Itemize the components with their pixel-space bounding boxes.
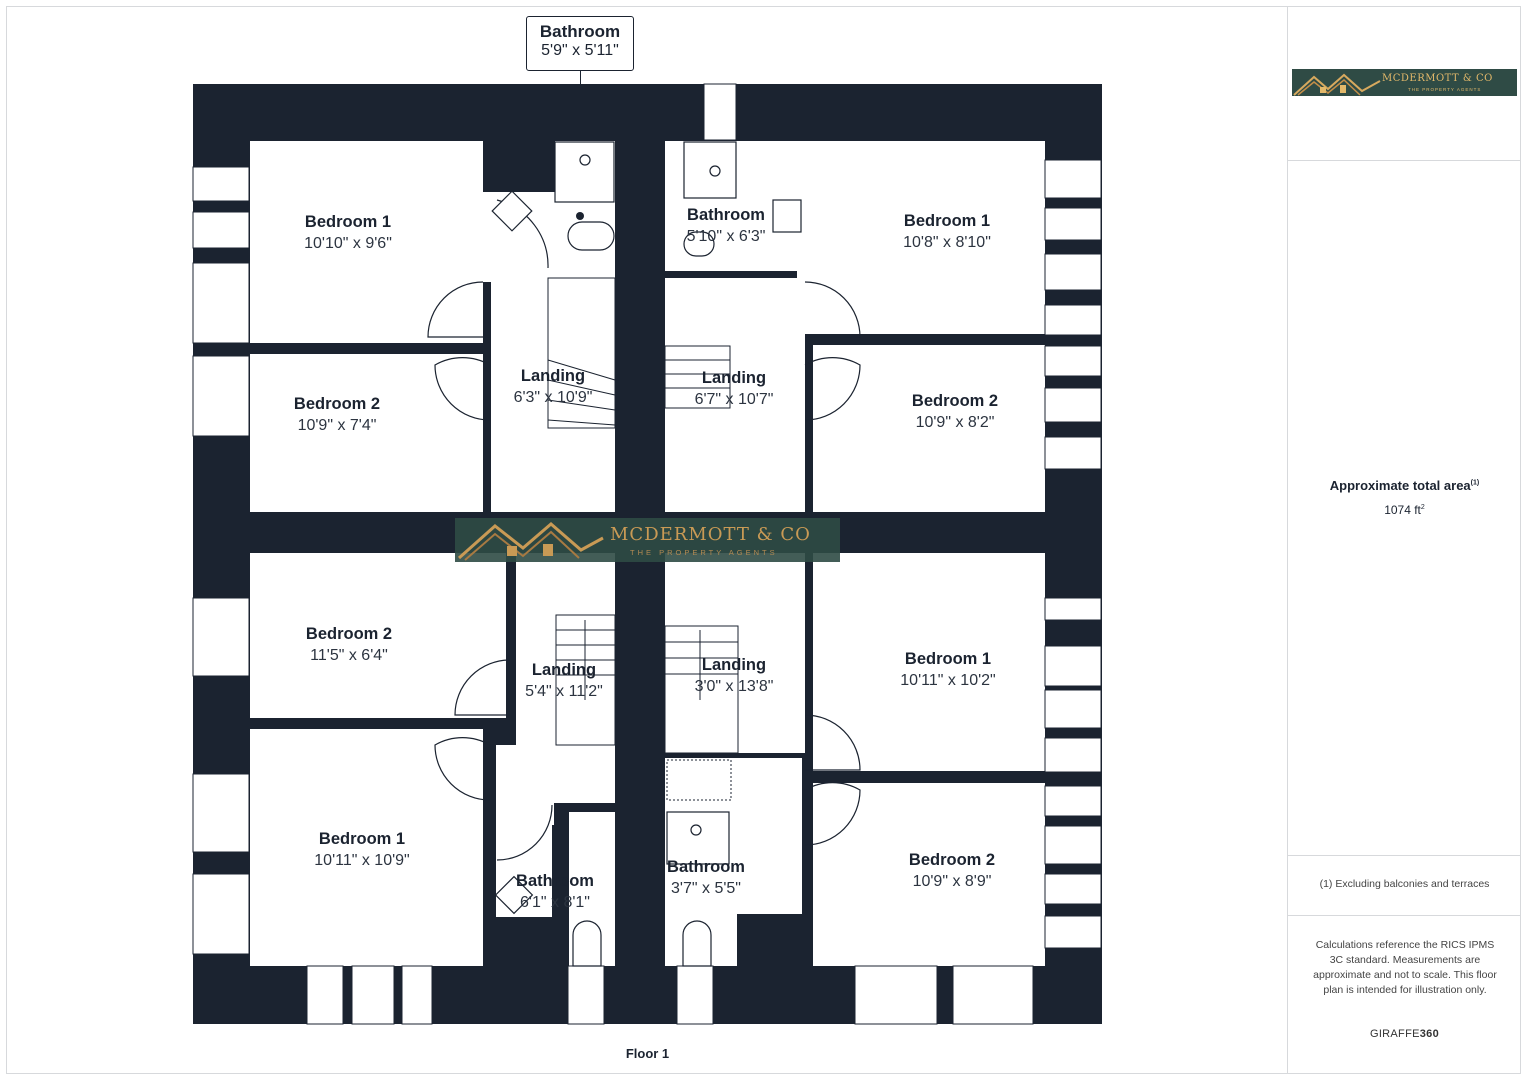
room-dimensions: 10'9" x 8'2" [915,414,995,431]
house-roof-icon [1293,73,1381,96]
room-name: Bedroom 1 [903,212,991,230]
floor-label: Floor 1 [625,1046,670,1061]
room-name: Bathroom [516,872,594,890]
area-title-note: (1) [1470,479,1480,487]
fixture-dot [576,212,584,220]
disclaimer: Calculations reference the RICS IPMS 3C … [1313,939,1497,996]
door-swings [427,199,861,861]
room-dimensions: 3'7" x 5'5" [671,880,741,897]
room-name: Landing [520,367,586,385]
footnote: (1) Excluding balconies and terraces [1319,878,1490,890]
room-name: Bedroom 2 [305,625,393,643]
room-name: Bedroom 1 [904,650,992,668]
staircases [547,277,739,801]
room-dimensions: 6'1" x 8'1" [520,894,590,911]
room-dimensions: 10'11" x 10'9" [314,852,410,869]
room-dimensions: 5'4" x 11'2" [525,683,603,700]
floor-plan [192,83,1102,1025]
room-dimensions: 6'3" x 10'9" [513,389,593,406]
room-name: Bedroom 1 [304,213,392,231]
area-title: Approximate total area(1) [1288,478,1521,493]
room-label: Landing 6'7" x 10'7" [695,367,774,411]
area-unit-sup: 2 [1420,504,1425,511]
room-dimensions: 11'5" x 6'4" [310,647,388,664]
info-panel [1287,6,1521,1074]
room-dimensions: 10'9" x 8'9" [912,873,992,890]
room-name: Bathroom [667,858,745,876]
room-label: Landing 5'4" x 11'2" [525,659,603,703]
brand-logo: MCDERMOTT & CO THE PROPERTY AGENTS [1292,69,1517,96]
room-name: Landing [531,661,597,679]
room-name: Bedroom 2 [293,395,381,413]
room-label: Bathroom 3'7" x 5'5" [667,856,745,900]
room-label: Landing 3'0" x 13'8" [695,654,774,698]
room-dimensions: 5'10" x 6'3" [686,228,766,245]
room-label: Bathroom 6'1" x 8'1" [516,870,594,914]
watermark-tagline: THE PROPERTY AGENTS [630,548,778,557]
room-dimensions: 6'7" x 10'7" [694,391,774,408]
area-title-text: Approximate total area [1329,478,1471,493]
room-label: Bedroom 1 10'8" x 8'10" [903,210,991,254]
room-dimensions: 10'8" x 8'10" [903,234,991,251]
brand-name: MCDERMOTT & CO [1382,73,1493,84]
room-name: Bedroom 2 [908,851,996,869]
room-dimensions: 5'9" x 5'11" [541,42,619,59]
panel-divider [1288,160,1521,161]
room-name: Landing [701,369,767,387]
bathroom-fixtures [491,141,802,967]
room-label: Bedroom 2 11'5" x 6'4" [306,623,392,667]
room-label: Bedroom 2 10'9" x 7'4" [294,393,380,437]
room-label: Bedroom 2 10'9" x 8'2" [912,390,998,434]
room-label: Bedroom 2 10'9" x 8'9" [909,849,995,893]
room-dimensions: 3'0" x 13'8" [694,678,774,695]
credit-suffix: 360 [1419,1028,1440,1040]
room-label: Bedroom 1 10'10" x 9'6" [304,211,392,255]
credit-prefix: GIRAFFE [1369,1028,1420,1040]
credit: GIRAFFE360 [1288,1028,1521,1040]
page-frame [6,6,1521,1074]
watermark-logo: MCDERMOTT & CO THE PROPERTY AGENTS [455,518,840,562]
room-dimensions: 10'10" x 9'6" [304,235,392,252]
panel-divider [1288,855,1521,856]
room-dimensions: 10'11" x 10'2" [900,672,996,689]
watermark-name: MCDERMOTT & CO [610,524,811,545]
room-name: Bedroom 1 [318,830,406,848]
room-callout: Bathroom 5'9" x 5'11" [526,16,634,71]
house-roof-icon [458,522,604,561]
area-value-text: 1074 ft [1384,503,1421,517]
room-dimensions: 10'9" x 7'4" [297,417,377,434]
callout-leader [580,71,581,85]
room-label: Bedroom 1 10'11" x 10'9" [314,828,409,872]
windows [192,83,1102,1025]
room-name: Bedroom 2 [911,392,999,410]
room-name: Bathroom [687,206,765,224]
area-value: 1074 ft2 [1288,503,1521,517]
brand-tagline: THE PROPERTY AGENTS [1408,87,1482,92]
room-label: Bedroom 1 10'11" x 10'2" [900,648,995,692]
room-label: Landing 6'3" x 10'9" [514,365,593,409]
room-name: Landing [701,656,767,674]
room-name: Bathroom [539,22,621,41]
panel-divider [1288,915,1521,916]
room-label: Bathroom 5'10" x 6'3" [687,204,766,248]
